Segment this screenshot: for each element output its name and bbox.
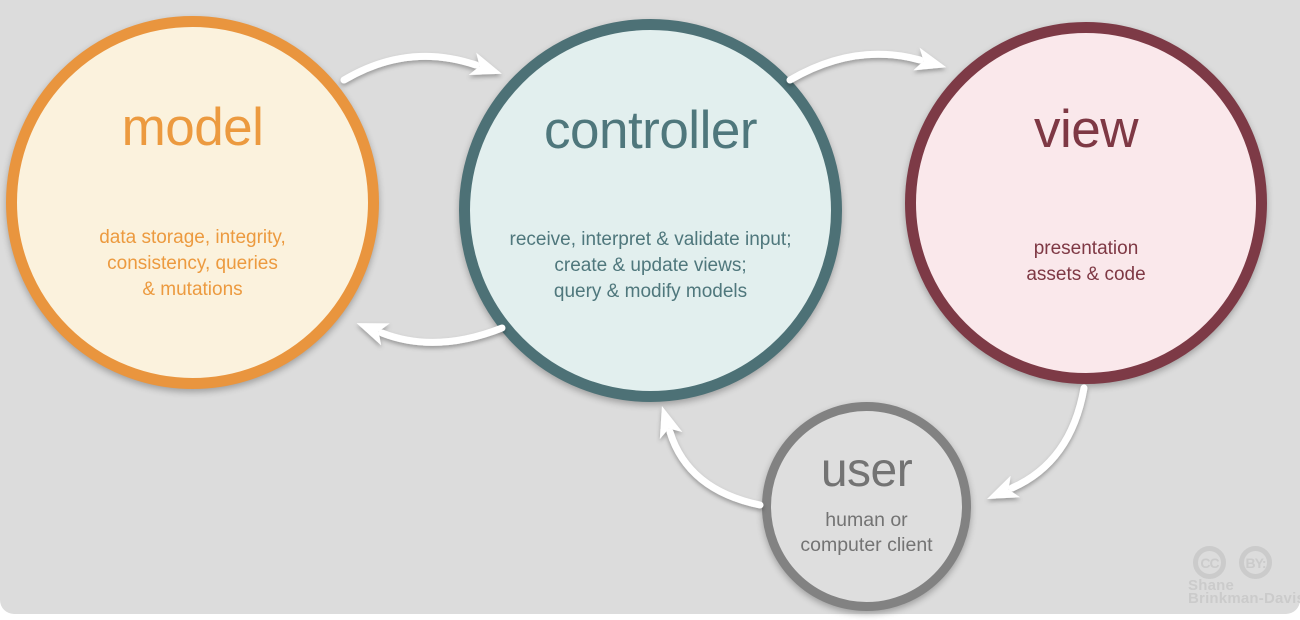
author-name-line: Shane [1188,577,1235,594]
model-description: data storage, integrity, consistency, qu… [17,225,368,303]
node-user: user human or computer client [762,402,971,611]
user-description: human or computer client [771,508,962,558]
view-desc-line: presentation [1033,238,1139,259]
arrow-user-to-controller [659,405,764,509]
node-model: model data storage, integrity, consisten… [6,16,379,389]
arrow-controller-to-model [356,323,506,346]
author-name-line: Brinkman-Davis [1188,590,1300,607]
by-icon-label: BY: [1245,554,1266,571]
controller-desc-line: query & modify models [553,281,748,302]
arrow-view-to-user [987,384,1088,500]
cc-icon-label: CC [1200,554,1219,571]
model-title: model [121,98,264,157]
node-controller: controller receive, interpret & validate… [459,19,842,402]
controller-description: receive, interpret & validate input; cre… [470,227,831,305]
view-title: view [1033,100,1139,159]
cc-icon: CC [1193,546,1226,579]
model-desc-line: & mutations [142,279,243,300]
user-desc-line: human or [825,509,908,531]
author-name: Shane Brinkman-Davis [1188,577,1300,607]
user-title: user [820,444,913,497]
controller-desc-line: receive, interpret & validate input; [509,229,792,250]
arrow-model-to-controller [340,52,502,84]
by-icon: BY: [1239,546,1272,579]
user-desc-line: computer client [800,534,933,556]
node-view: view presentation assets & code [905,22,1267,384]
controller-title: controller [544,101,757,160]
view-desc-line: assets & code [1026,264,1146,285]
controller-desc-line: create & update views; [554,255,747,276]
arrow-controller-to-view [786,47,947,84]
model-desc-line: consistency, queries [107,253,278,274]
view-description: presentation assets & code [916,236,1256,288]
model-desc-line: data storage, integrity, [99,227,286,248]
